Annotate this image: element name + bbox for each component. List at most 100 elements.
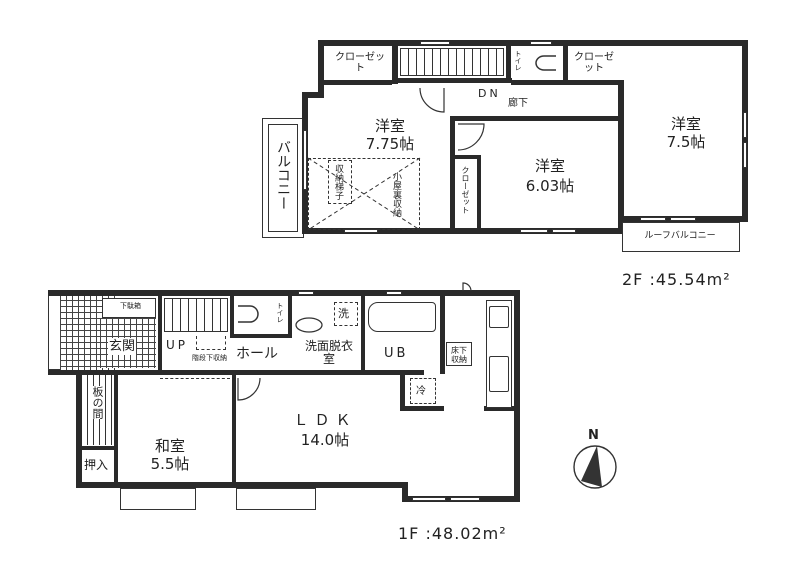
wall — [232, 374, 236, 484]
staircase-1f — [164, 298, 228, 332]
balcony-label: バルコニー — [275, 140, 291, 210]
room-name-western-b: 洋室 — [534, 157, 565, 175]
window — [520, 229, 548, 233]
washbasin-icon — [295, 317, 323, 333]
wall — [514, 290, 520, 502]
window — [420, 41, 450, 45]
corridor-label: 廊下 — [508, 98, 528, 109]
roof-balcony-label: ルーフバルコニー — [644, 231, 716, 241]
attic-cross-lines — [307, 157, 421, 231]
wall — [450, 116, 455, 234]
wall — [361, 294, 365, 374]
window-bay — [120, 488, 196, 510]
wall — [234, 370, 424, 375]
wall — [158, 294, 162, 372]
stove — [489, 306, 509, 328]
wall — [302, 228, 624, 234]
wall — [402, 482, 408, 502]
wall — [484, 406, 516, 411]
floor-1-area: 1F :48.02m² — [398, 524, 507, 543]
bathtub — [368, 302, 436, 332]
wall — [76, 370, 82, 488]
compass-north-label: N — [588, 428, 599, 443]
tatami-dashed-line — [160, 378, 230, 379]
window — [298, 291, 314, 295]
storage-ladder-label: 収納梯子 — [333, 164, 343, 200]
wall — [318, 40, 324, 98]
window — [303, 130, 307, 190]
japanese-room-name: 和室 — [154, 437, 185, 455]
storage-ladder-area — [328, 160, 352, 204]
closet-label: 押入 — [84, 458, 109, 472]
wall — [511, 80, 623, 85]
wall — [288, 294, 292, 338]
floor-2-area: 2F :45.54m² — [622, 270, 731, 289]
window — [450, 497, 480, 501]
fridge-label: 冷 — [416, 386, 426, 397]
closet-label: クローゼット — [574, 52, 614, 74]
door-swing-icon — [237, 377, 261, 401]
window — [530, 41, 552, 45]
window — [552, 229, 576, 233]
window — [670, 217, 696, 221]
room-name-western-c: 洋室 — [670, 115, 701, 133]
washroom-label: 洗面脱衣室 — [304, 339, 353, 366]
closet-label: クローゼット — [335, 52, 385, 74]
toilet-label: トイレ — [514, 50, 522, 71]
toilet-label: トイレ — [276, 302, 284, 323]
hall-label: ホール — [236, 346, 278, 362]
closet-label: クローゼット — [461, 166, 470, 214]
wall — [392, 78, 512, 83]
toilet-icon — [238, 305, 259, 323]
wall — [455, 155, 477, 159]
underfloor-storage-label: 床下収納 — [451, 346, 467, 364]
under-stair-storage-label: 階段下収納 — [192, 354, 227, 362]
ldk-name: ＬＤＫ — [293, 411, 357, 429]
room-size-western-b: 6.03帖 — [525, 177, 575, 195]
roof-balcony — [622, 222, 740, 252]
room-name-western-a: 洋室 — [374, 117, 405, 135]
wall — [450, 116, 624, 121]
wall — [477, 155, 481, 230]
wall — [114, 374, 118, 484]
wall — [48, 370, 238, 375]
door-swing-icon — [419, 87, 445, 113]
stairs-up-label: UP — [166, 338, 189, 352]
attic-storage-label: 小屋裏収納 — [391, 172, 401, 217]
washer-label: 洗 — [338, 307, 349, 320]
wall — [76, 482, 408, 488]
stairs-down-label: DN — [478, 87, 501, 100]
wall — [440, 294, 445, 374]
window — [412, 497, 446, 501]
door-swing-icon — [457, 123, 485, 151]
staircase-2f — [400, 48, 504, 76]
wall — [78, 446, 118, 450]
room-size-western-a: 7.75帖 — [365, 135, 415, 153]
washer-area — [334, 302, 358, 326]
window — [743, 112, 747, 138]
wall — [230, 334, 290, 338]
sink — [489, 356, 509, 392]
balcony-inner — [268, 124, 298, 232]
unit-bath-label: UB — [384, 346, 409, 361]
wall — [48, 290, 520, 296]
under-stair-storage-area — [196, 336, 226, 350]
wall — [302, 92, 324, 98]
window-bay — [236, 488, 316, 510]
wood-floor-label: 板の間 — [91, 386, 104, 419]
room-size-western-c: 7.5帖 — [666, 133, 706, 151]
wall — [400, 406, 444, 411]
japanese-room-size: 5.5帖 — [150, 455, 190, 473]
window — [743, 142, 747, 168]
ldk-size: 14.0帖 — [300, 431, 350, 449]
shoe-box-label: 下駄箱 — [120, 302, 141, 310]
shoe-box — [102, 298, 156, 318]
underfloor-storage — [446, 342, 472, 366]
fridge-area — [410, 378, 436, 404]
wall — [392, 40, 398, 84]
wall — [563, 40, 568, 83]
toilet-icon — [535, 55, 556, 71]
wall — [324, 80, 392, 85]
wall — [618, 80, 624, 234]
wall — [400, 370, 405, 410]
